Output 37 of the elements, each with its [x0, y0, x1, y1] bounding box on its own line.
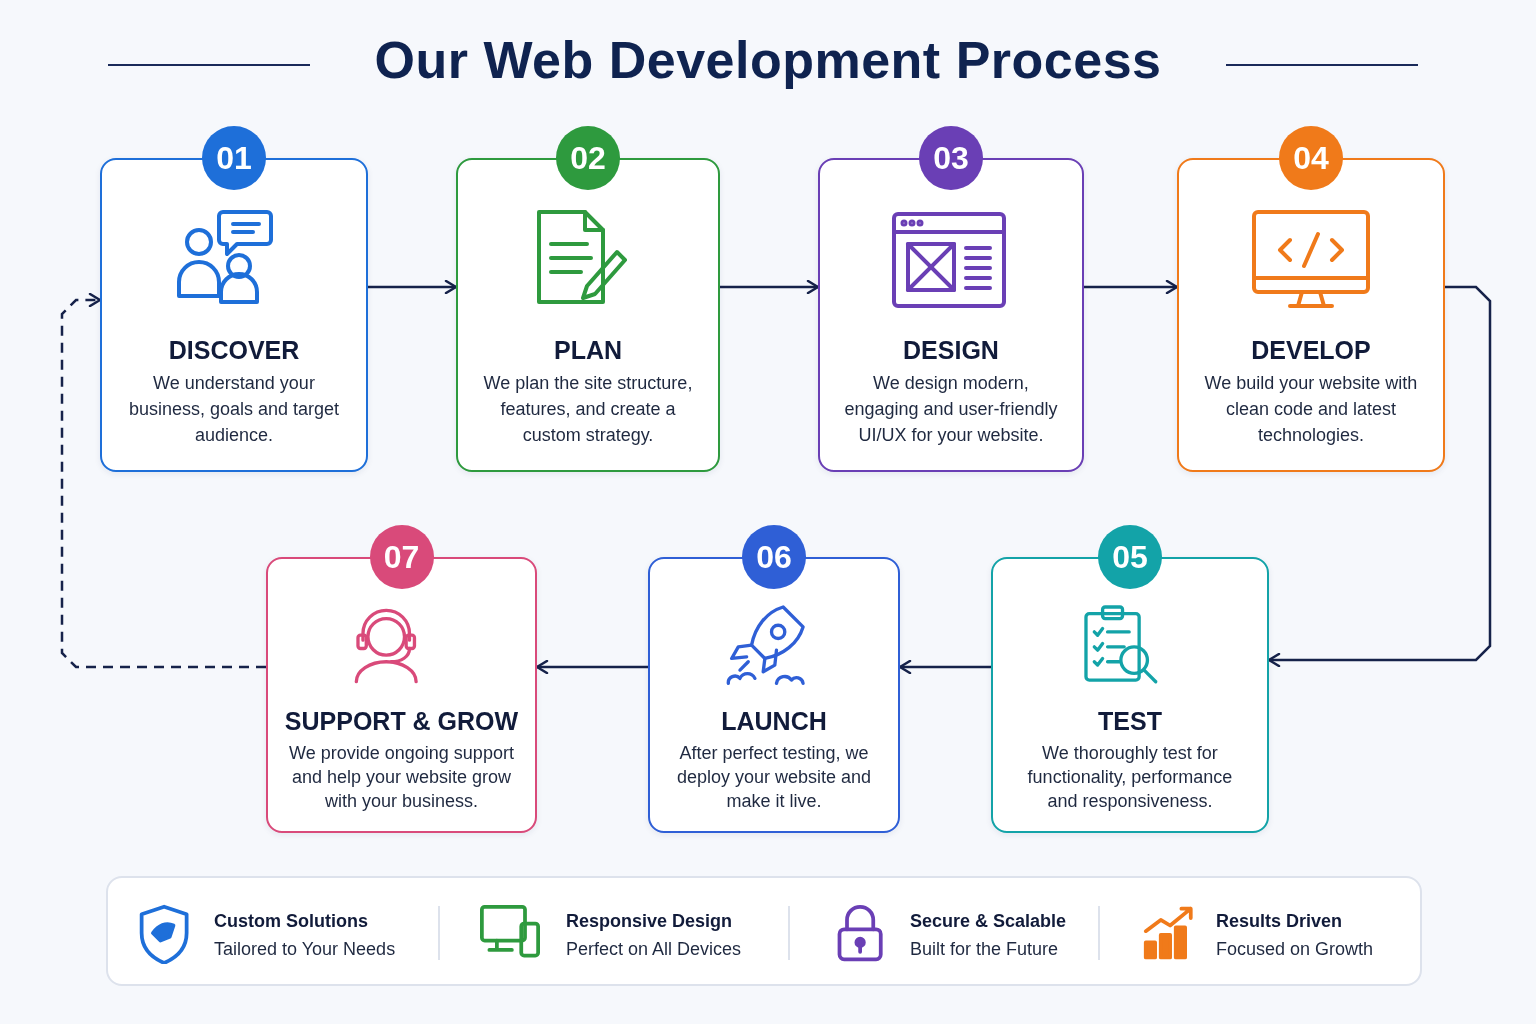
step-title: DEVELOP [1250, 336, 1372, 365]
feature-title: Results Driven [1216, 911, 1343, 932]
feature-title: Custom Solutions [214, 911, 368, 932]
step-number-badge: 01 [202, 126, 266, 190]
arrow [898, 659, 991, 675]
step-description: We plan the site structure, features, and create a custom strategy. [482, 372, 694, 447]
step-title: DISCOVER [167, 336, 301, 365]
feature-subtitle: Built for the Future [910, 939, 1059, 960]
step-number-badge: 03 [919, 126, 983, 190]
step-title: SUPPORT & GROW [283, 707, 520, 736]
step-title: DESIGN [902, 336, 1000, 365]
arrow [720, 279, 820, 295]
step-description: We build your website with clean code and latest technologies. [1203, 372, 1419, 447]
arrow [1267, 285, 1492, 668]
feature-subtitle: Focused on Growth [1216, 939, 1374, 960]
feature-title: Secure & Scalable [910, 911, 1067, 932]
feature-subtitle: Perfect on All Devices [566, 939, 742, 960]
step-number-badge: 05 [1098, 525, 1162, 589]
step-title: LAUNCH [720, 707, 828, 736]
page-title: Our Web Development Process [373, 30, 1163, 90]
dashed-arrow [60, 292, 266, 669]
step-description: We design modern, engaging and user-friendly UI/UX for your website. [843, 372, 1059, 447]
step-number-badge: 04 [1279, 126, 1343, 190]
step-number-badge: 02 [556, 126, 620, 190]
step-description: We provide ongoing support and help your website grow with your business. [288, 742, 515, 813]
step-description: We thoroughly test for functionality, performance and responsiveness. [1026, 742, 1234, 813]
feature-title: Responsive Design [566, 911, 733, 932]
step-number-badge: 07 [369, 525, 434, 589]
step-title: TEST [1097, 707, 1163, 736]
step-title: PLAN [552, 336, 624, 365]
step-description: After perfect testing, we deploy your website and make it live. [675, 742, 873, 813]
arrow [368, 279, 458, 295]
feature-subtitle: Tailored to Your Needs [214, 939, 396, 960]
arrow [1084, 279, 1179, 295]
step-description: We understand your business, goals and target audience. [127, 372, 341, 447]
step-number-badge: 06 [742, 525, 806, 589]
arrow [535, 659, 648, 675]
